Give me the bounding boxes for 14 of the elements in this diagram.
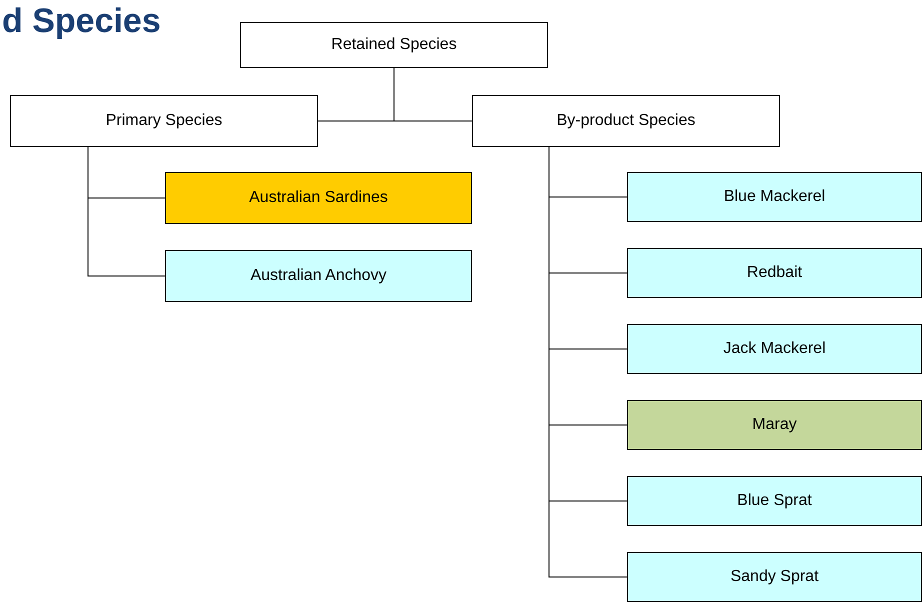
species-box: Maray (627, 400, 922, 450)
title: d Species (2, 1, 161, 42)
species-box: Retained Species (240, 22, 548, 68)
connector-line (394, 68, 472, 122)
species-box: Australian Anchovy (165, 250, 472, 302)
species-box: Redbait (627, 248, 922, 298)
species-box: Blue Sprat (627, 476, 922, 526)
species-box: Australian Sardines (165, 172, 472, 224)
species-box: Sandy Sprat (627, 552, 922, 602)
species-box: Jack Mackerel (627, 324, 922, 374)
species-box: Blue Mackerel (627, 172, 922, 222)
connector-line (88, 146, 166, 276)
species-box: By-product Species (472, 95, 780, 147)
species-box: Primary Species (10, 95, 318, 147)
